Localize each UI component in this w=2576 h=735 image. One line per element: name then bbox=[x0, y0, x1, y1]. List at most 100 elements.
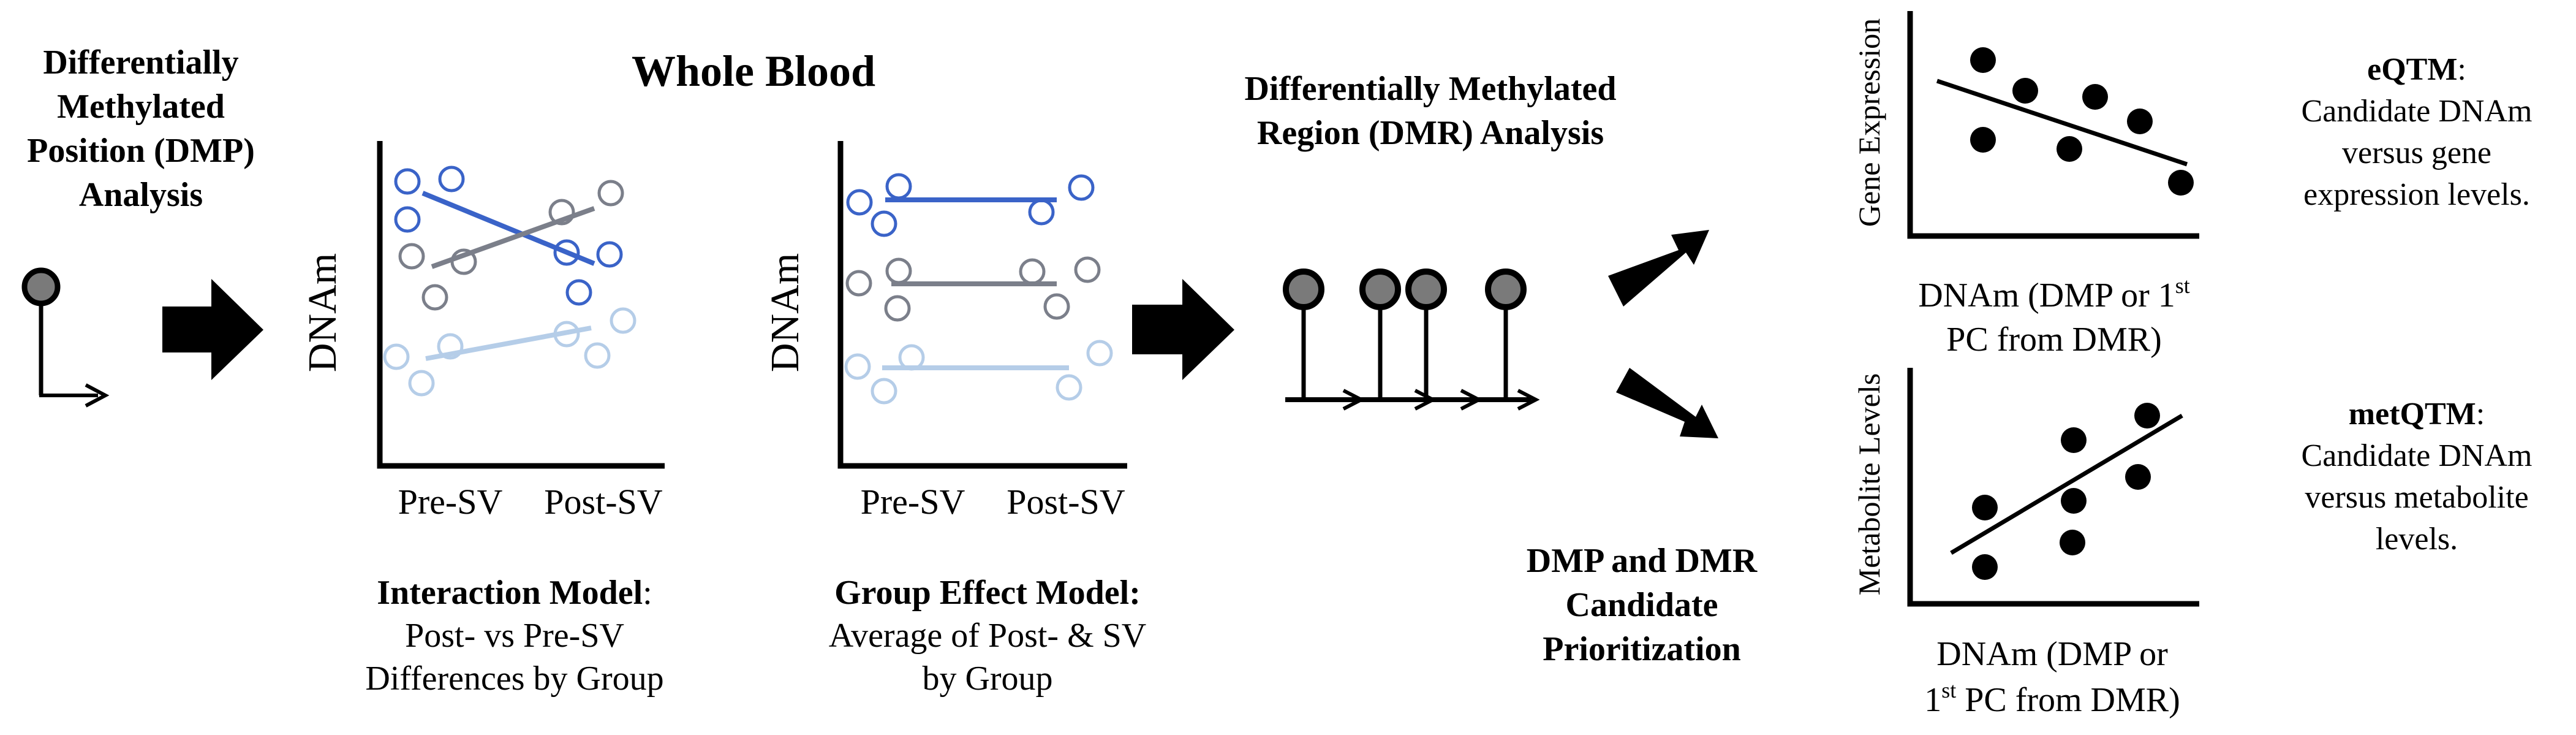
interaction-pre-sv-label: Pre-SV bbox=[398, 482, 503, 522]
metqtm-line-3: levels. bbox=[2376, 522, 2458, 557]
eqtm-xlabel-line-1: DNAm (DMP or 1st bbox=[1918, 273, 2190, 314]
group-effect-point-db-2 bbox=[885, 173, 912, 200]
group-effect-point-grey-6 bbox=[1043, 293, 1070, 320]
group-effect-point-db-1 bbox=[846, 189, 873, 216]
dmp-title-line-2: Methylated bbox=[57, 88, 225, 126]
small-arrow-down bbox=[1616, 368, 1718, 438]
metqtm-point-3 bbox=[2125, 464, 2151, 490]
metqtm-point-7 bbox=[1972, 554, 1998, 580]
metqtm-line-1: Candidate DNAm bbox=[2302, 438, 2533, 473]
eqtm-line-2: versus gene bbox=[2342, 135, 2491, 170]
metqtm-xlabel-line-2: 1st PC from DMR) bbox=[1924, 678, 2180, 719]
group-effect-point-grey-2 bbox=[885, 257, 912, 284]
interaction-line-dark-blue bbox=[421, 191, 595, 266]
dmp-title-line-1: Differentially bbox=[43, 44, 238, 82]
metqtm-line-2: versus metabolite bbox=[2305, 480, 2528, 515]
metqtm-xlabel-line-1: DNAm (DMP or bbox=[1936, 635, 2168, 673]
group-effect-point-grey-3 bbox=[884, 295, 911, 322]
group-effect-pre-sv-label: Pre-SV bbox=[861, 482, 965, 522]
interaction-point-db-3 bbox=[394, 206, 421, 233]
group-effect-model-title: Group Effect Model: bbox=[834, 574, 1141, 612]
prioritization-line-3: Prioritization bbox=[1543, 630, 1740, 668]
interaction-point-db-2 bbox=[438, 166, 465, 192]
group-effect-point-lb-3 bbox=[871, 378, 897, 405]
group-effect-point-grey-4 bbox=[1019, 258, 1046, 285]
prioritization-line-2: Candidate bbox=[1566, 586, 1718, 624]
metqtm-title: metQTM: bbox=[2349, 397, 2485, 432]
eqtm-line-3: expression levels. bbox=[2303, 177, 2530, 212]
interaction-model-title: Interaction Model: bbox=[377, 574, 652, 612]
prioritization-title: DMP and DMR Candidate Prioritization bbox=[1527, 542, 1758, 668]
metqtm-trend-line bbox=[1950, 413, 2183, 555]
interaction-point-lb-1 bbox=[383, 343, 410, 370]
interaction-point-grey-1 bbox=[398, 243, 425, 270]
big-arrow-2 bbox=[1132, 279, 1234, 380]
interaction-point-grey-4 bbox=[597, 180, 624, 207]
small-arrow-up bbox=[1608, 230, 1709, 307]
dmr-title-line-2: Region (DMR) Analysis bbox=[1257, 114, 1604, 152]
eqtm-point-3 bbox=[2082, 84, 2108, 110]
multi-cpg-icon bbox=[1283, 268, 1540, 411]
interaction-dnam-label: DNAm bbox=[300, 253, 345, 372]
metqtm-point-1 bbox=[2134, 403, 2160, 428]
eqtm-point-2 bbox=[2012, 78, 2038, 104]
metqtm-scatter-plot: Metabolite Levels DNAm (DMP or 1st PC fr… bbox=[1852, 368, 2199, 719]
eqtm-line-1: Candidate DNAm bbox=[2302, 94, 2533, 129]
group-effect-dnam-label: DNAm bbox=[763, 253, 807, 372]
group-effect-model-line-1: Average of Post- & SV bbox=[829, 617, 1146, 655]
eqtm-ylabel: Gene Expression bbox=[1852, 18, 1886, 227]
dmr-title: Differentially Methylated Region (DMR) A… bbox=[1244, 70, 1616, 152]
group-effect-point-lb-4 bbox=[1086, 340, 1113, 367]
interaction-line-grey bbox=[431, 206, 595, 269]
metqtm-point-2 bbox=[2061, 427, 2087, 453]
group-effect-point-lb-5 bbox=[1056, 374, 1082, 401]
eqtm-point-4 bbox=[2127, 109, 2153, 134]
dmp-title: Differentially Methylated Position (DMP)… bbox=[27, 44, 255, 214]
interaction-point-grey-3 bbox=[421, 284, 448, 311]
group-effect-plot: DNAm Pre-SV Post-SV bbox=[763, 141, 1127, 522]
dmr-title-line-1: Differentially Methylated bbox=[1244, 70, 1616, 108]
interaction-point-lb-6 bbox=[584, 342, 611, 369]
eqtm-title: eQTM: bbox=[2367, 52, 2466, 87]
interaction-point-db-5 bbox=[596, 241, 623, 268]
interaction-point-lb-5 bbox=[610, 307, 636, 334]
metqtm-point-6 bbox=[2060, 530, 2085, 555]
eqtm-trend-line bbox=[1936, 78, 2188, 167]
metqtm-point-5 bbox=[1972, 495, 1998, 520]
dmp-title-line-4: Analysis bbox=[79, 176, 203, 214]
eqtm-point-6 bbox=[2057, 136, 2082, 162]
whole-blood-title: Whole Blood bbox=[632, 47, 875, 96]
interaction-line-light-blue bbox=[425, 326, 592, 361]
interaction-point-db-4 bbox=[565, 279, 592, 306]
interaction-point-lb-2 bbox=[408, 370, 435, 397]
interaction-model-line-1: Post- vs Pre-SV bbox=[405, 617, 624, 655]
interaction-post-sv-label: Post-SV bbox=[544, 482, 663, 522]
metqtm-point-4 bbox=[2061, 488, 2087, 514]
group-effect-point-db-5 bbox=[1028, 199, 1055, 226]
group-effect-model-caption: Group Effect Model: Average of Post- & S… bbox=[829, 574, 1146, 698]
dmp-title-line-3: Position (DMP) bbox=[27, 132, 255, 170]
group-effect-point-grey-5 bbox=[1074, 256, 1101, 283]
metqtm-description: metQTM: Candidate DNAm versus metabolite… bbox=[2302, 397, 2533, 557]
interaction-point-grey-5 bbox=[548, 199, 575, 226]
eqtm-point-1 bbox=[1970, 47, 1996, 73]
eqtm-xlabel-line-2: PC from DMR) bbox=[1946, 321, 2162, 359]
group-effect-post-sv-label: Post-SV bbox=[1007, 482, 1125, 522]
interaction-point-grey-2 bbox=[450, 248, 477, 275]
group-effect-model-line-2: by Group bbox=[922, 660, 1052, 698]
eqtm-point-5 bbox=[1970, 127, 1996, 153]
interaction-point-db-6 bbox=[553, 239, 580, 266]
single-cpg-icon bbox=[21, 267, 110, 408]
group-effect-point-grey-1 bbox=[845, 270, 872, 297]
interaction-model-caption: Interaction Model: Post- vs Pre-SV Diffe… bbox=[365, 574, 663, 698]
interaction-model-line-2: Differences by Group bbox=[365, 660, 663, 698]
metqtm-ylabel: Metabolite Levels bbox=[1852, 373, 1886, 595]
eqtm-description: eQTM: Candidate DNAm versus gene express… bbox=[2302, 52, 2533, 212]
eqtm-point-7 bbox=[2168, 170, 2194, 196]
prioritization-line-1: DMP and DMR bbox=[1527, 542, 1758, 580]
interaction-point-lb-3 bbox=[437, 333, 464, 360]
big-arrow-1 bbox=[162, 279, 263, 380]
eqtm-scatter-plot: Gene Expression DNAm (DMP or 1st PC from… bbox=[1852, 11, 2199, 359]
group-effect-point-db-4 bbox=[1068, 174, 1095, 201]
